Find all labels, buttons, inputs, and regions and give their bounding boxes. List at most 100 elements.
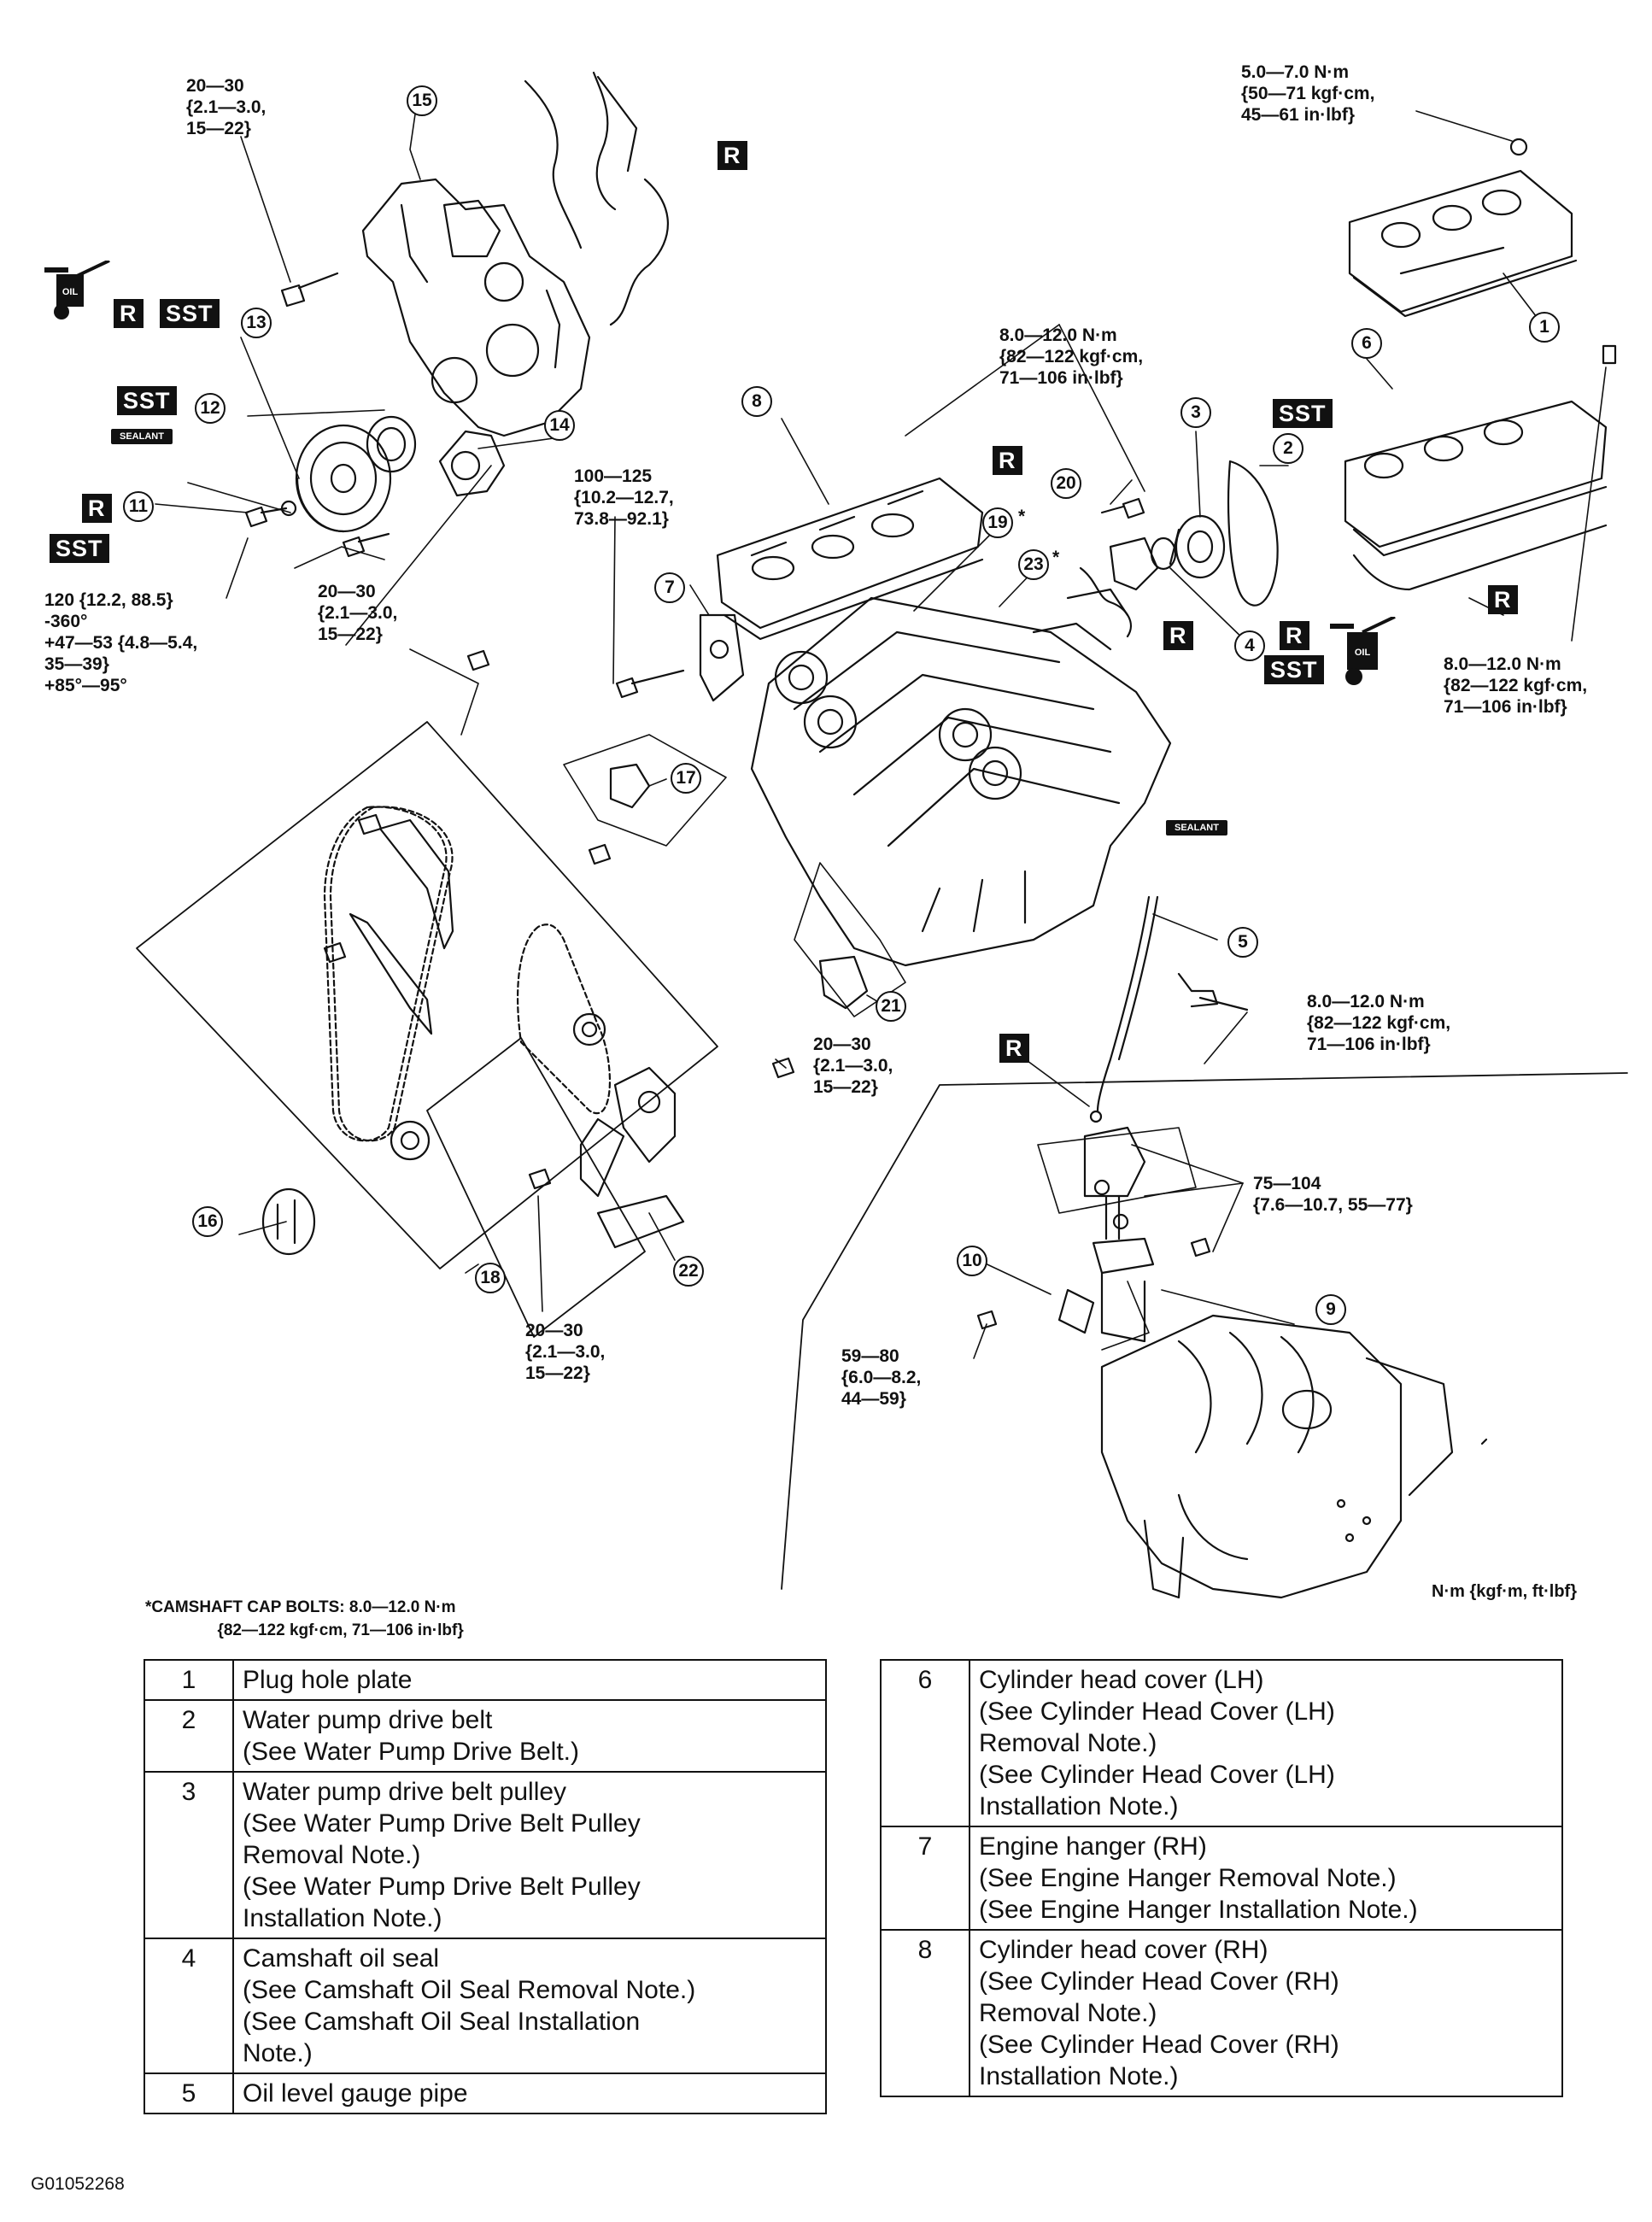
callout-18: 18: [475, 1263, 506, 1293]
cylinder-head-cover-lh: [1344, 344, 1617, 591]
special-tool-badge: SST: [1273, 399, 1333, 428]
part-number: 1: [144, 1659, 234, 1701]
oil-can-label: OIL: [62, 287, 79, 297]
engine-assembly-small: [1100, 1314, 1454, 1599]
replace-badge: R: [1163, 621, 1193, 650]
part-description-line: Removal Note.): [979, 1729, 1157, 1757]
part-description-line: Cylinder head cover (RH): [979, 1936, 1268, 1964]
torque-spec-crank-pulley-bolt: 120 {12.2, 88.5} -360° +47—53 {4.8—5.4, …: [44, 590, 198, 695]
torque-spec-tensioner-bolt: 20—30 {2.1—3.0, 15—22}: [318, 582, 398, 644]
part-description-line: Installation Note.): [243, 1904, 442, 1932]
plug-hole-plate: [1348, 169, 1578, 318]
callout-22: 22: [673, 1256, 704, 1287]
part-description: Cylinder head cover (RH) (See Cylinder He…: [969, 1929, 1563, 2097]
part-description-line: Water pump drive belt: [243, 1706, 493, 1734]
callout-23: 23: [1018, 549, 1049, 580]
part-number: 7: [880, 1826, 970, 1931]
asterisk-23: *: [1052, 548, 1060, 567]
part-description-line: (See Cylinder Head Cover (RH): [979, 1967, 1339, 1996]
timing-chain-rh: [517, 923, 612, 1115]
replace-badge: R: [999, 1034, 1029, 1063]
callout-13: 13: [241, 308, 272, 338]
timing-chain-lh: [323, 806, 454, 1161]
part-description: Oil level gauge pipe: [232, 2072, 827, 2114]
part-description-line: (See Cylinder Head Cover (LH): [979, 1761, 1335, 1789]
part-number: 2: [144, 1699, 234, 1773]
replace-badge: R: [993, 446, 1022, 475]
figure-id: G01052268: [31, 2174, 125, 2194]
parts-table-row: 5 Oil level gauge pipe: [144, 2072, 827, 2114]
part-description: Plug hole plate: [232, 1659, 827, 1701]
part-number: 8: [880, 1929, 970, 2097]
part-description: Engine hanger (RH) (See Engine Hanger Re…: [969, 1826, 1563, 1931]
torque-spec-head-cover-lh: 8.0—12.0 N·m {82—122 kgf·cm, 71—106 in·l…: [1444, 654, 1588, 717]
sealant-badge: SEALANT: [111, 429, 173, 444]
part-description-line: Removal Note.): [243, 1841, 421, 1869]
callout-2: 2: [1273, 433, 1303, 464]
part-description-line: (See Engine Hanger Removal Note.): [979, 1864, 1397, 1892]
camshaft-cap-bolts-note: *CAMSHAFT CAP BOLTS: 8.0—12.0 N·m {82—12…: [145, 1598, 464, 1639]
part-description-line: Oil level gauge pipe: [243, 2079, 468, 2108]
callout-1: 1: [1529, 312, 1560, 343]
callout-9: 9: [1315, 1294, 1346, 1325]
torque-spec-cover-bolt: 20—30 {2.1—3.0, 15—22}: [186, 76, 267, 138]
callout-5: 5: [1227, 927, 1258, 958]
timing-chain-cover: [361, 178, 591, 437]
callout-19: 19: [982, 507, 1013, 538]
callout-12: 12: [195, 393, 226, 424]
callout-8: 8: [741, 386, 772, 417]
part-description-line: Removal Note.): [979, 1999, 1157, 2027]
part-description-line: Plug hole plate: [243, 1666, 413, 1694]
torque-spec-tensioner-21: 20—30 {2.1—3.0, 15—22}: [813, 1035, 893, 1097]
part-description-line: Installation Note.): [979, 1792, 1179, 1820]
part-description-line: Engine hanger (RH): [979, 1832, 1207, 1861]
torque-spec-engine-mount: 75—104 {7.6—10.7, 55—77}: [1253, 1174, 1413, 1215]
special-tool-badge: SST: [1264, 655, 1324, 684]
oil-can-icon: OIL: [44, 261, 110, 320]
replace-badge: R: [82, 494, 112, 523]
callout-3: 3: [1180, 397, 1211, 428]
engine-mount-assembly: [1057, 1126, 1155, 1343]
replace-badge: R: [718, 141, 747, 170]
part-description-line: Camshaft oil seal: [243, 1944, 440, 1973]
callout-7: 7: [654, 572, 685, 603]
part-description-line: (See Camshaft Oil Seal Installation: [243, 2008, 641, 2036]
parts-table-row: 8 Cylinder head cover (RH) (See Cylinder H…: [880, 1929, 1563, 2097]
engine-block: [750, 588, 1172, 967]
replace-badge: R: [1280, 621, 1309, 650]
crankshaft-pulley: [295, 424, 392, 533]
part-description-line: Installation Note.): [979, 2062, 1179, 2090]
torque-spec-oil-gauge-pipe: 8.0—12.0 N·m {82—122 kgf·cm, 71—106 in·l…: [1307, 992, 1451, 1054]
parts-table-row: 4 Camshaft oil seal (See Camshaft Oil Seal…: [144, 1938, 827, 2074]
parts-table-row: 1 Plug hole plate: [144, 1659, 827, 1701]
sealant-badge: SEALANT: [1166, 820, 1227, 835]
part-description-line: Water pump drive belt pulley: [243, 1778, 567, 1806]
parts-table-right: 6 Cylinder head cover (LH) (See Cylinder H…: [880, 1659, 1563, 2097]
part-number: 4: [144, 1938, 234, 2074]
special-tool-badge: SST: [160, 299, 220, 328]
torque-spec-chain-guide: 20—30 {2.1—3.0, 15—22}: [525, 1321, 606, 1383]
replace-badge: R: [1488, 585, 1518, 614]
part-description-line: (See Engine Hanger Installation Note.): [979, 1896, 1418, 1924]
part-description: Camshaft oil seal (See Camshaft Oil Seal …: [232, 1938, 827, 2074]
callout-17: 17: [671, 763, 701, 794]
part-description-line: (See Water Pump Drive Belt Pulley: [243, 1809, 641, 1838]
callout-15: 15: [407, 85, 437, 116]
callout-20: 20: [1051, 468, 1081, 499]
part-description-line: Note.): [243, 2039, 313, 2067]
callout-11: 11: [123, 491, 154, 522]
callout-14: 14: [544, 410, 575, 441]
part-number: 5: [144, 2072, 234, 2114]
torque-spec-plug-hole-plate: 5.0—7.0 N·m {50—71 kgf·cm, 45—61 in·lbf}: [1241, 62, 1375, 125]
part-description-line: (See Water Pump Drive Belt Pulley: [243, 1873, 641, 1901]
special-tool-badge: SST: [50, 534, 109, 563]
callout-21: 21: [876, 991, 906, 1022]
part-number: 6: [880, 1659, 970, 1827]
part-description-line: Cylinder head cover (LH): [979, 1666, 1264, 1694]
callout-10: 10: [957, 1246, 987, 1276]
callout-6: 6: [1351, 328, 1382, 359]
part-description: Cylinder head cover (LH) (See Cylinder He…: [969, 1659, 1563, 1827]
